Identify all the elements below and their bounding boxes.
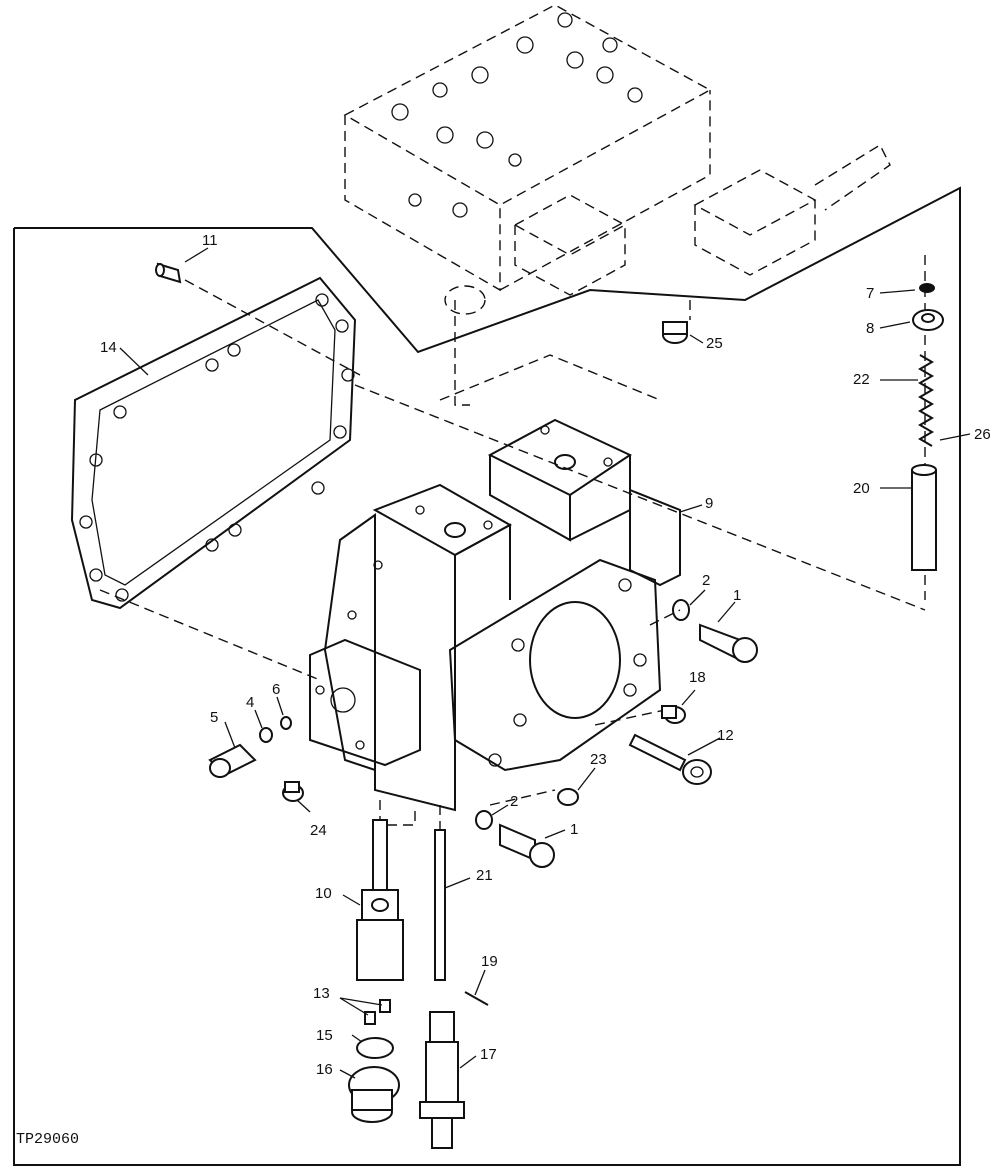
- cartridge-17: [419, 1011, 465, 1149]
- pump-housing: [309, 418, 681, 812]
- callout-23: 23: [590, 751, 607, 768]
- plug-24: [282, 781, 304, 802]
- callout-2-lower: 2: [510, 793, 518, 810]
- callout-15: 15: [316, 1027, 333, 1044]
- oring-2-lower: [475, 810, 493, 830]
- nut-4: [259, 727, 273, 743]
- spring-22: [918, 354, 934, 447]
- fitting-5: [208, 743, 257, 778]
- oring-15: [356, 1037, 394, 1059]
- seat-8: [912, 309, 944, 331]
- oring-2-upper: [672, 599, 690, 621]
- washer-7: [919, 283, 935, 293]
- plug-16: [348, 1066, 400, 1123]
- callout-20: 20: [853, 480, 870, 497]
- gasket: [70, 276, 357, 610]
- callout-26: 26: [974, 426, 991, 443]
- callout-11: 11: [202, 232, 218, 249]
- callout-14: 14: [100, 339, 117, 356]
- rod-21: [434, 829, 446, 981]
- setscrews-13: [364, 999, 391, 1025]
- callout-10: 10: [315, 885, 332, 902]
- callout-24: 24: [310, 822, 327, 839]
- callout-22: 22: [853, 371, 870, 388]
- callout-17: 17: [480, 1046, 497, 1063]
- callout-2-upper: 2: [702, 572, 710, 589]
- callout-25: 25: [706, 335, 723, 352]
- callout-8: 8: [866, 320, 874, 337]
- callout-12: 12: [717, 727, 734, 744]
- callout-21: 21: [476, 867, 493, 884]
- callout-1-lower: 1: [570, 821, 578, 838]
- capscrew-1-lower: [499, 823, 555, 868]
- assembly-guide-lines: [99, 255, 926, 830]
- callout-4: 4: [246, 694, 254, 711]
- assembly-frame: [13, 186, 961, 1166]
- control-valve-phantom: [343, 4, 891, 406]
- dowel-pin: [155, 262, 361, 376]
- callout-labels: 1 1 2 2 4 5 6 7 8 9 10 11 12 13 14 15 16…: [100, 232, 991, 1078]
- plug-25: [662, 321, 688, 344]
- valve-10: [356, 819, 404, 981]
- callout-6: 6: [272, 681, 280, 698]
- plug-23: [557, 788, 579, 806]
- eye-bolt-12: [628, 733, 712, 785]
- pin-19: [464, 991, 489, 1006]
- callout-19: 19: [481, 953, 498, 970]
- plug-18: [661, 705, 686, 724]
- oring-6: [280, 716, 292, 730]
- callout-13: 13: [313, 985, 330, 1002]
- callout-18: 18: [689, 669, 706, 686]
- callout-leaders: [119, 247, 971, 1079]
- callout-1-upper: 1: [733, 587, 741, 604]
- capscrew-1-upper: [699, 623, 758, 663]
- callout-5: 5: [210, 709, 218, 726]
- figure-id: TP29060: [16, 1131, 79, 1148]
- callout-9: 9: [705, 495, 713, 512]
- sleeve-20: [911, 464, 937, 571]
- callout-7: 7: [866, 285, 874, 302]
- callout-16: 16: [316, 1061, 333, 1078]
